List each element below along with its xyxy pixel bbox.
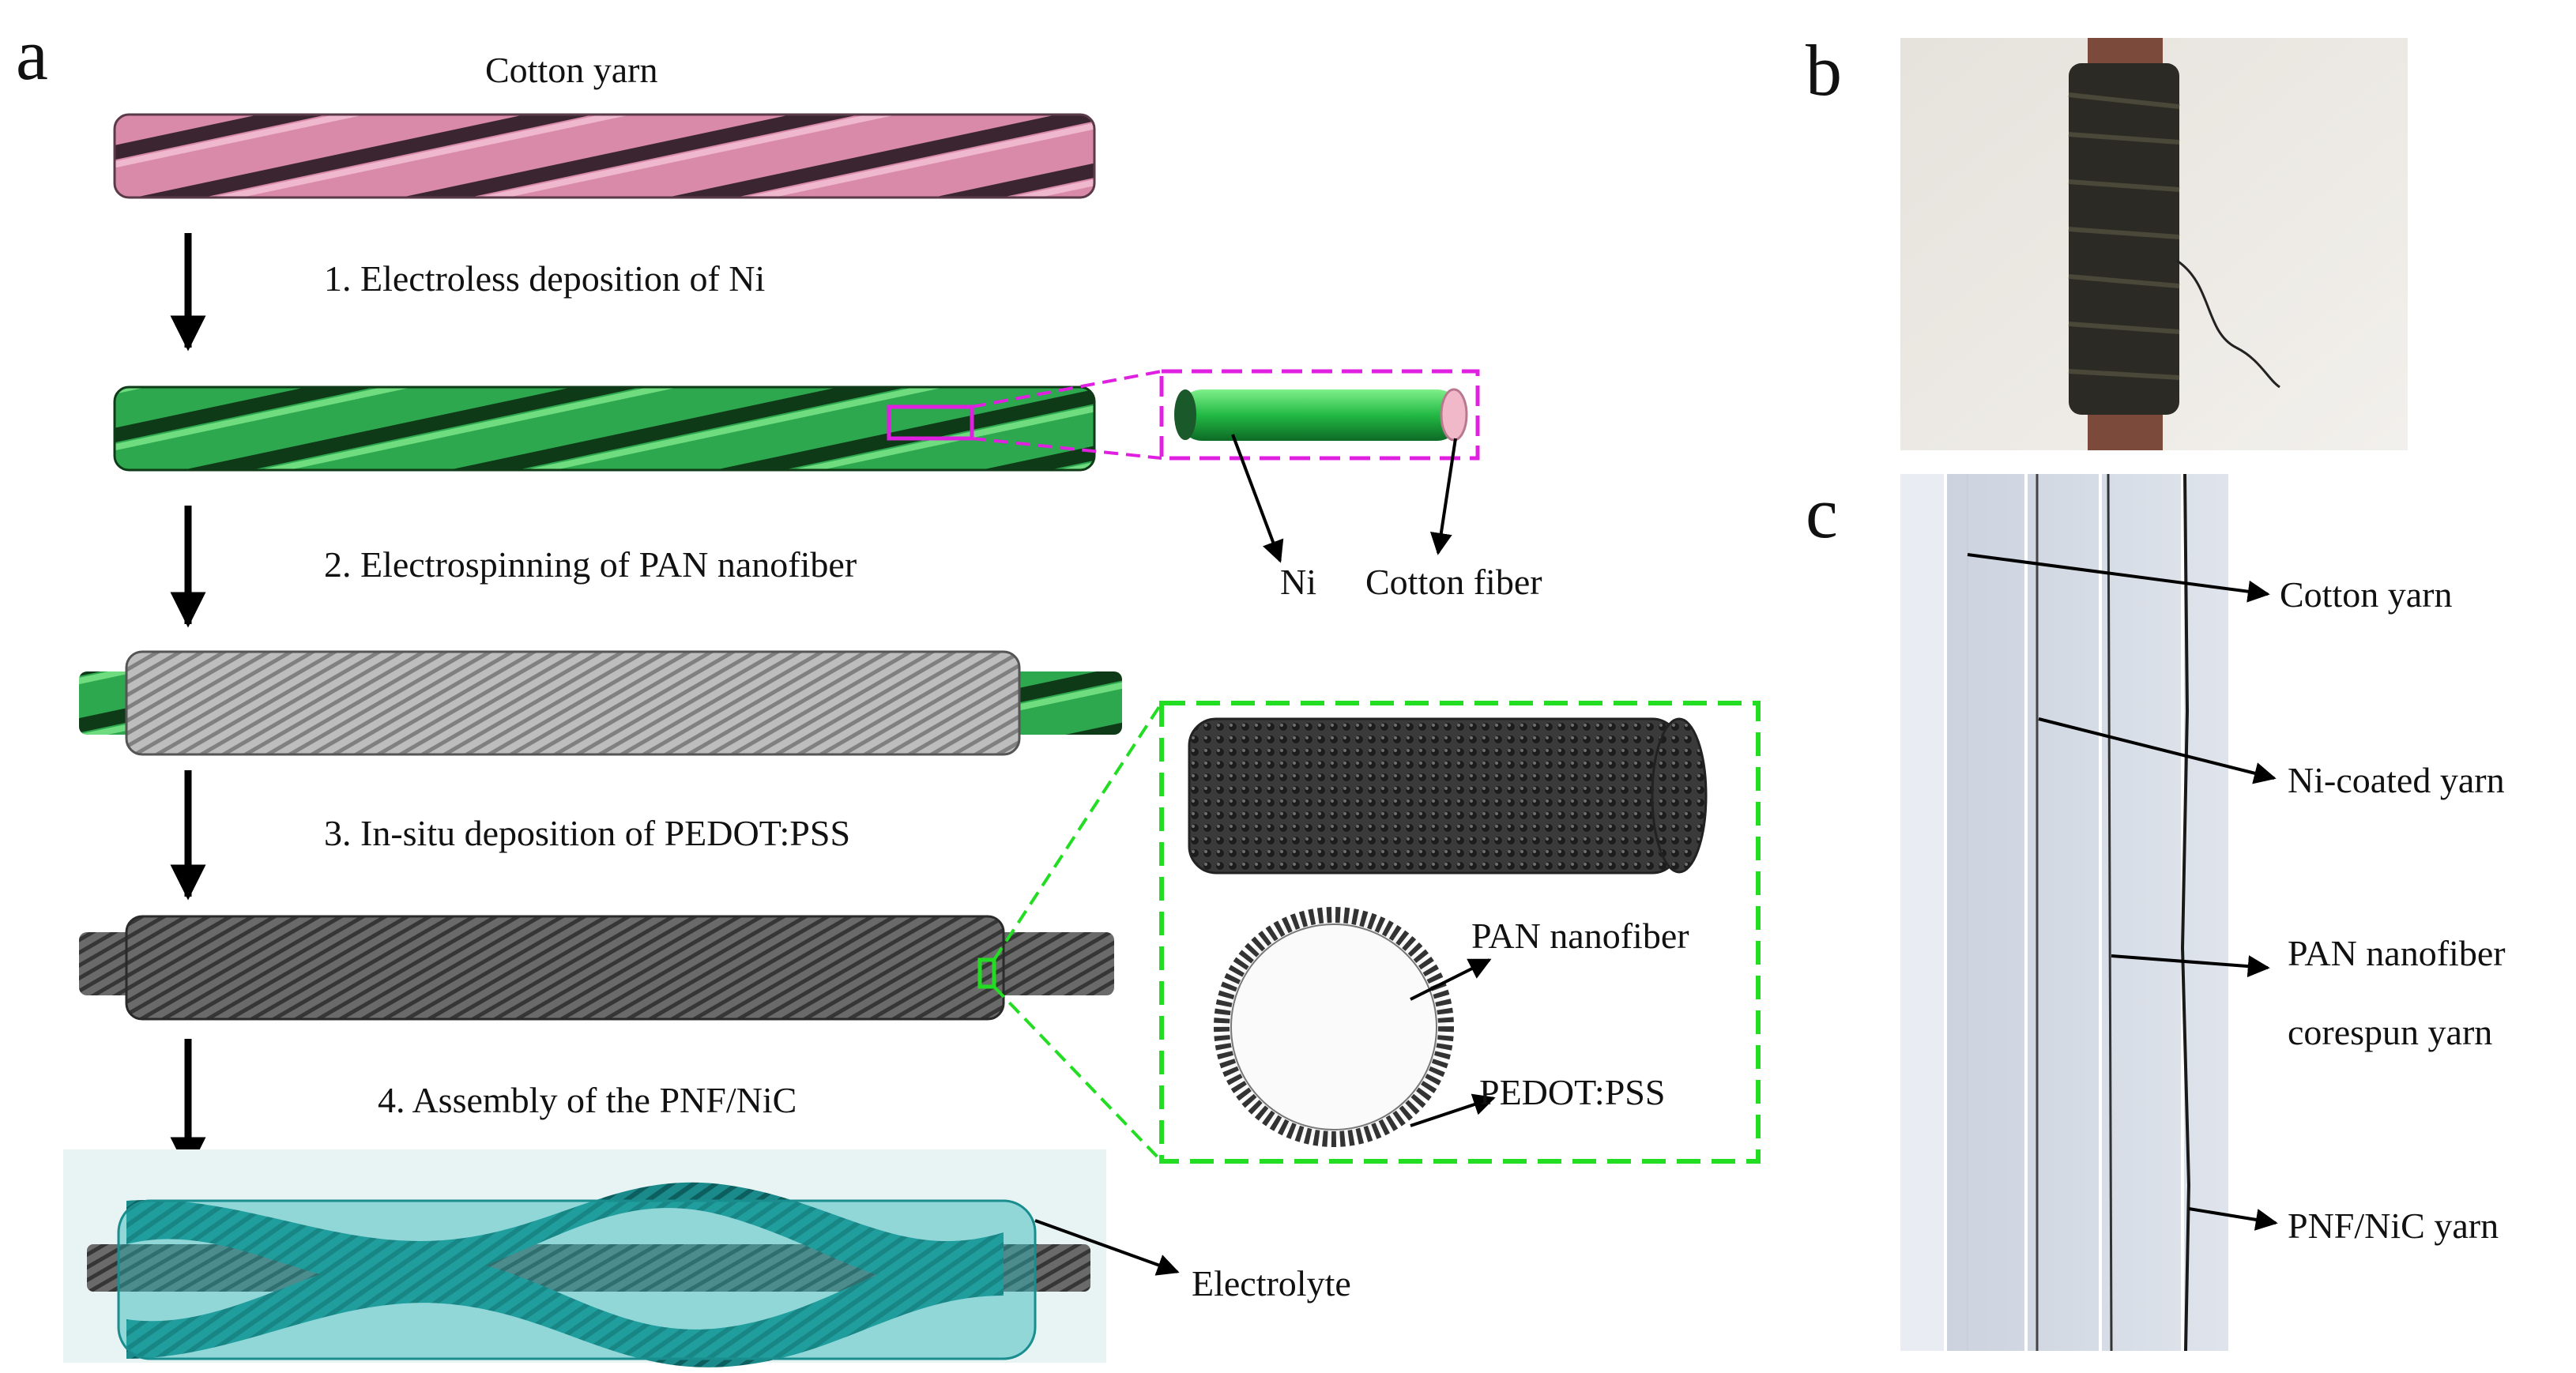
- pnf-nic-pointer-arrow: [2188, 1207, 2278, 1231]
- cotton-fiber-pointer-arrow: [1429, 438, 1457, 555]
- panel-label-b: b: [1806, 30, 1842, 111]
- pan-nanofiber-label: PAN nanofiber: [1471, 916, 1689, 956]
- inset-pedot-crosssection: [1159, 701, 1761, 1164]
- zoom-line-ni-bottom: [971, 437, 1162, 460]
- pedot-coated-yarn-illustration: [79, 915, 1114, 1021]
- pan-corespun-yarn-illustration: [79, 650, 1122, 756]
- ni-pointer-arrow: [1231, 434, 1284, 563]
- zoom-line-pedot-top: [992, 702, 1163, 961]
- pan-nanofiber-yarn-label: PAN nanofiber: [2288, 933, 2506, 973]
- inset-fiber-crosssection: [1159, 369, 1480, 461]
- pnf-nic-yarn-label: PNF/NiC yarn: [2288, 1206, 2499, 1246]
- pedot-pss-label: PEDOT:PSS: [1479, 1072, 1665, 1112]
- ni-coated-pointer-arrow: [2038, 717, 2277, 784]
- zoom-line-pedot-bottom: [992, 985, 1163, 1163]
- panel-label-c: c: [1806, 472, 1838, 553]
- panel-label-a: a: [16, 14, 48, 95]
- photo-yarn-samples: [1900, 473, 2228, 1352]
- step-3-label: 3. In-situ deposition of PEDOT:PSS: [324, 813, 850, 853]
- corespun-yarn-label: corespun yarn: [2288, 1012, 2492, 1052]
- electrolyte-label: Electrolyte: [1192, 1263, 1351, 1303]
- cotton-yarn-title: Cotton yarn: [485, 50, 657, 90]
- step-4-label: 4. Assembly of the PNF/NiC: [378, 1080, 797, 1120]
- ni-coated-yarn-label: Ni-coated yarn: [2288, 760, 2505, 800]
- pnf-nic-assembly-illustration: [63, 1149, 1106, 1367]
- cotton-yarn-pointer-arrow: [1967, 553, 2270, 603]
- cotton-yarn-label: Cotton yarn: [2280, 574, 2452, 615]
- zoom-line-ni-top: [971, 370, 1162, 408]
- step-1-label: 1. Electroless deposition of Ni: [324, 258, 765, 299]
- step-2-label: 2. Electrospinning of PAN nanofiber: [324, 544, 857, 585]
- cotton-yarn-illustration: [113, 113, 1096, 199]
- ni-coated-yarn-illustration: [113, 386, 1096, 472]
- photo-yarn-wound-spool: [1900, 38, 2408, 450]
- pan-corespun-pointer-arrow: [2111, 954, 2270, 978]
- pan-pointer-arrow: [1410, 958, 1492, 1001]
- electrolyte-pointer-arrow: [1034, 1219, 1180, 1276]
- cotton-fiber-label: Cotton fiber: [1365, 562, 1542, 602]
- ni-label: Ni: [1280, 562, 1316, 602]
- pedot-pointer-arrow: [1410, 1093, 1496, 1127]
